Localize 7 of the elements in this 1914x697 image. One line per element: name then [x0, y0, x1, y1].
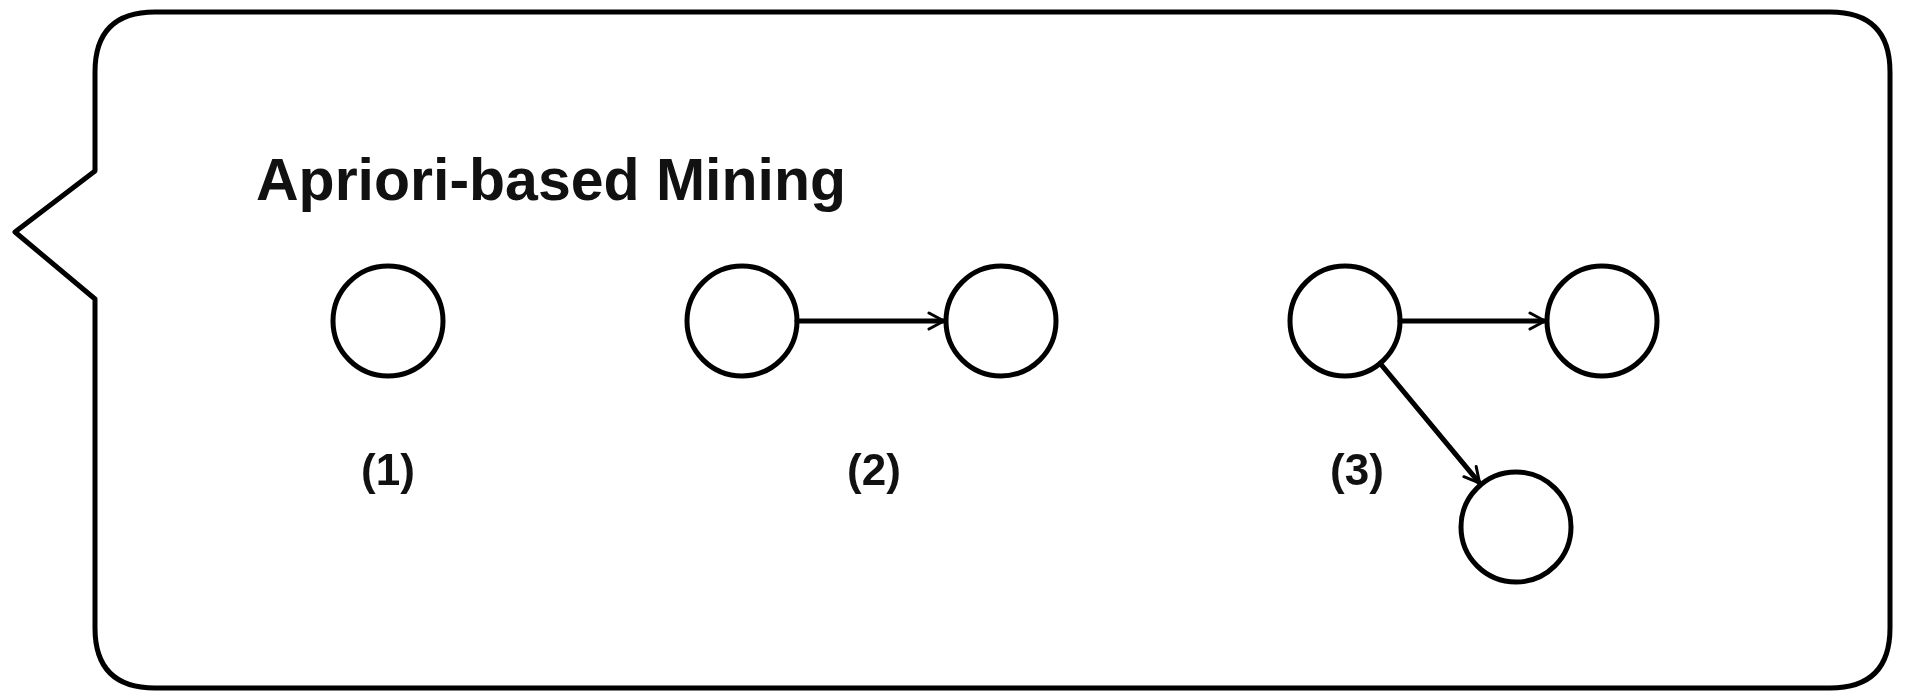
arrow	[1377, 360, 1483, 486]
arrow	[1397, 311, 1548, 331]
arrow	[794, 311, 947, 331]
heading: Apriori-based Mining	[256, 146, 846, 214]
figure-number: (2)	[847, 445, 901, 495]
figure-number: (1)	[361, 445, 415, 495]
figure-number: (3)	[1330, 445, 1384, 495]
